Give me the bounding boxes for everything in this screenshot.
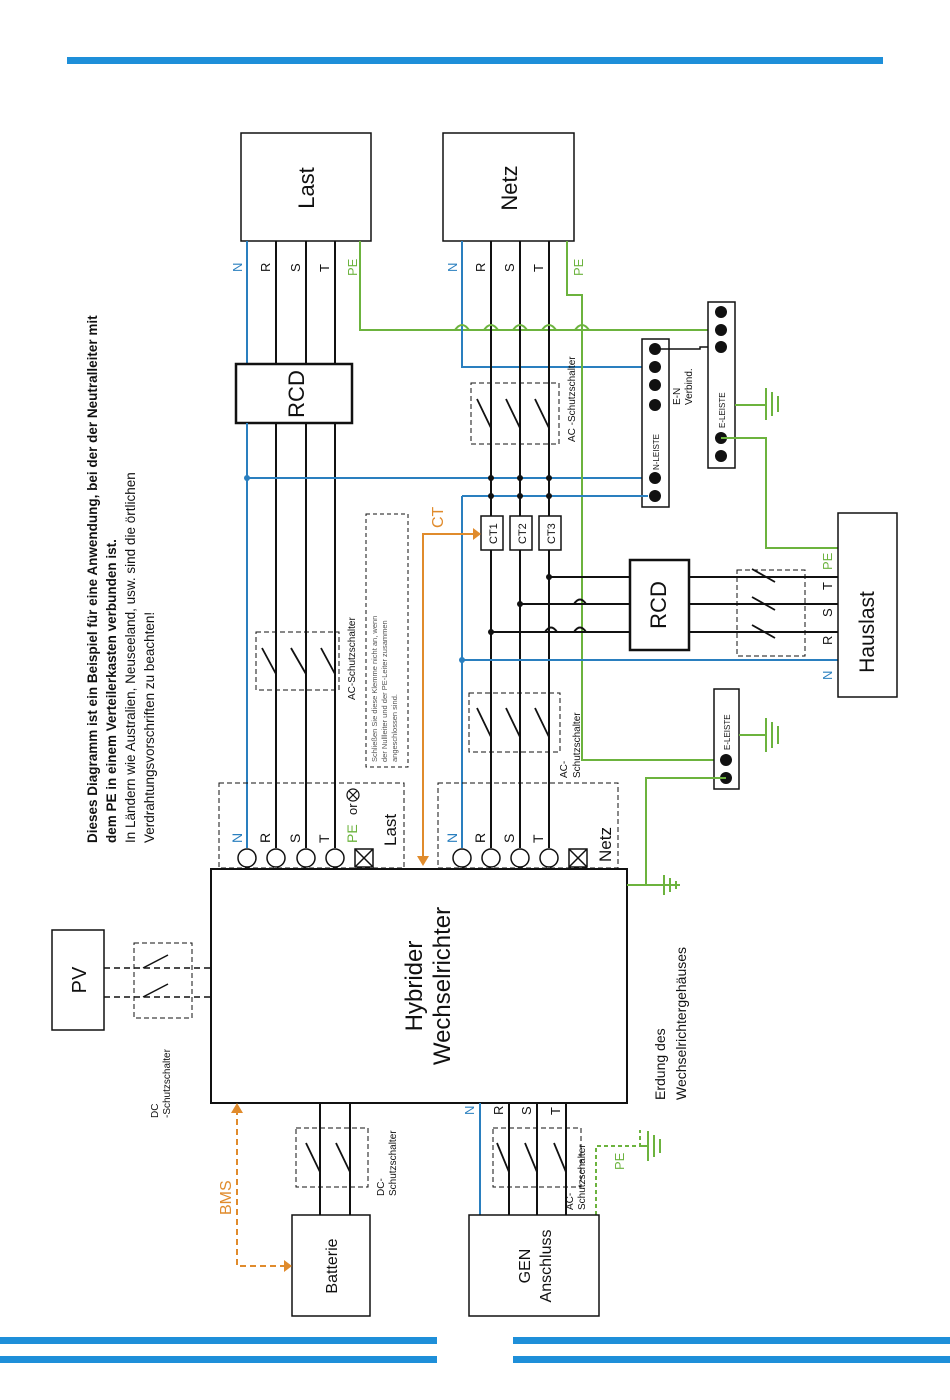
- house-load-label: Hauslast: [856, 591, 879, 673]
- dc-breaker-bat-label-1: DC-: [376, 1178, 387, 1196]
- terminal-note-box: [365, 513, 409, 768]
- load-ac-breaker-box: [255, 631, 340, 691]
- grid-ac-breaker-low-label-1: AC-: [559, 761, 570, 778]
- grid-pe-label: PE: [571, 258, 586, 276]
- gen-ac-breaker-label-2: Schutzschalter: [577, 1144, 588, 1210]
- inverter-label-1: Hybrider: [401, 941, 428, 1032]
- battery-label: Batterie: [324, 1238, 341, 1293]
- ct2-box: [509, 515, 533, 551]
- term-load-pe: PE: [344, 824, 360, 843]
- term-pe-or: or: [345, 803, 360, 815]
- page-number-gap: [437, 1336, 513, 1364]
- gen-pe-label: PE: [612, 1152, 627, 1170]
- grid-n-label: N: [445, 263, 460, 272]
- ground-label-2: Wechselrichtergehäuses: [673, 947, 689, 1100]
- note-line-2: dem PE in einem Verteilerkasten verbunde…: [104, 539, 119, 843]
- dc-breaker-pv-box: [133, 942, 193, 1019]
- diagram-note: Dieses Diagramm ist ein Beispiel für ein…: [85, 315, 157, 843]
- ct1-box: [480, 515, 504, 551]
- grid-ac-breaker-low-label-2: Schutzschalter: [572, 712, 583, 778]
- grid-ac-breaker-top-label: AC -Schutzschalter: [567, 356, 578, 442]
- term-grid-s: S: [501, 834, 517, 843]
- terminal-note-line-1: Schließen Sie diese Klemme nicht an, wen…: [370, 616, 379, 762]
- load-pe-label: PE: [345, 258, 360, 276]
- ground-label-1: Erdung des: [652, 1028, 668, 1100]
- en-link-label-2: Verbind.: [684, 368, 695, 405]
- term-grid-t: T: [530, 834, 546, 843]
- note-line-4: Verdrahtungsvorschriften zu beachten!: [142, 612, 157, 843]
- gen-s-label: S: [519, 1106, 534, 1115]
- ct3-label: CT3: [546, 523, 558, 544]
- dc-breaker-bat-box: [295, 1127, 369, 1188]
- ct1-label: CT1: [488, 523, 500, 544]
- grid-s-label: S: [502, 263, 517, 272]
- gen-ac-breaker-box: [492, 1127, 582, 1188]
- load-n-label: N: [230, 263, 245, 272]
- battery-box: [291, 1214, 371, 1317]
- term-load-r: R: [257, 833, 273, 843]
- pv-label: PV: [69, 966, 91, 993]
- load-box-label: Last: [294, 167, 319, 209]
- note-line-1: Dieses Diagramm ist ein Beispiel für ein…: [85, 315, 100, 843]
- term-load-n: N: [229, 833, 245, 843]
- rcd-top-box: [234, 362, 354, 425]
- gen-t-label: T: [548, 1107, 563, 1115]
- gen-label-2: Anschluss: [538, 1230, 555, 1303]
- grid-box: [442, 132, 575, 242]
- gen-label-1: GEN: [517, 1249, 534, 1284]
- rcd-top-label: RCD: [284, 370, 309, 418]
- term-grid-r: R: [472, 833, 488, 843]
- gen-ac-breaker-label-1: AC-: [565, 1193, 576, 1210]
- bms-label: BMS: [218, 1180, 235, 1215]
- term-load-group-label: Last: [381, 814, 400, 846]
- load-s-label: S: [288, 263, 303, 272]
- rcd-mid-label: RCD: [646, 581, 671, 629]
- grid-r-label: R: [473, 263, 488, 272]
- terminal-note-line-3: angeschlossen sind.: [390, 694, 399, 762]
- load-box: [240, 132, 372, 242]
- n-bar-label: N-LEISTE: [652, 434, 661, 470]
- house-ac-breaker-box: [736, 569, 806, 657]
- ct2-label: CT2: [517, 523, 529, 544]
- inverter-label-2: Wechselrichter: [429, 907, 456, 1065]
- house-n-label: N: [820, 671, 835, 680]
- e-bar-top-label: E-LEISTE: [718, 392, 727, 428]
- header-bar: [67, 57, 883, 64]
- load-r-label: R: [258, 263, 273, 272]
- gen-box: [468, 1214, 600, 1317]
- ct3-box: [538, 515, 562, 551]
- grid-ac-breaker-low-box: [468, 692, 561, 753]
- grid-box-label: Netz: [497, 165, 522, 210]
- pv-box: [51, 929, 105, 1031]
- house-pe-label: PE: [820, 552, 835, 570]
- house-load-box: [837, 512, 898, 698]
- inverter-box: [210, 868, 628, 1104]
- load-ac-breaker-label: AC-Schutzschalter: [347, 617, 358, 700]
- gen-n-label: N: [462, 1106, 477, 1115]
- house-r-label: R: [820, 636, 835, 645]
- terminal-circles: [237, 848, 559, 868]
- house-s-label: S: [820, 608, 835, 617]
- dc-breaker-pv-label-2: -Schutzschalter: [162, 1048, 173, 1118]
- grid-t-label: T: [531, 264, 546, 272]
- ct-label: CT: [430, 506, 447, 528]
- en-link-label-1: E-N: [672, 388, 683, 405]
- e-bar-low-label: E-LEISTE: [723, 714, 732, 750]
- term-grid-group-label: Netz: [596, 827, 615, 862]
- term-load-s: S: [287, 834, 303, 843]
- term-grid-n: N: [444, 833, 460, 843]
- term-load-t: T: [316, 834, 332, 843]
- dc-breaker-pv-label-1: DC: [150, 1104, 161, 1118]
- gen-r-label: R: [491, 1106, 506, 1115]
- terminal-note-line-2: der Nullleiter und der PE-Leiter zusamme…: [380, 620, 389, 762]
- load-t-label: T: [317, 264, 332, 272]
- note-line-3: In Ländern wie Australien, Neuseeland, u…: [123, 472, 138, 843]
- dc-breaker-bat-label-2: Schutzschalter: [388, 1130, 399, 1196]
- grid-ac-breaker-top-box: [470, 382, 560, 445]
- house-t-label: T: [820, 582, 835, 590]
